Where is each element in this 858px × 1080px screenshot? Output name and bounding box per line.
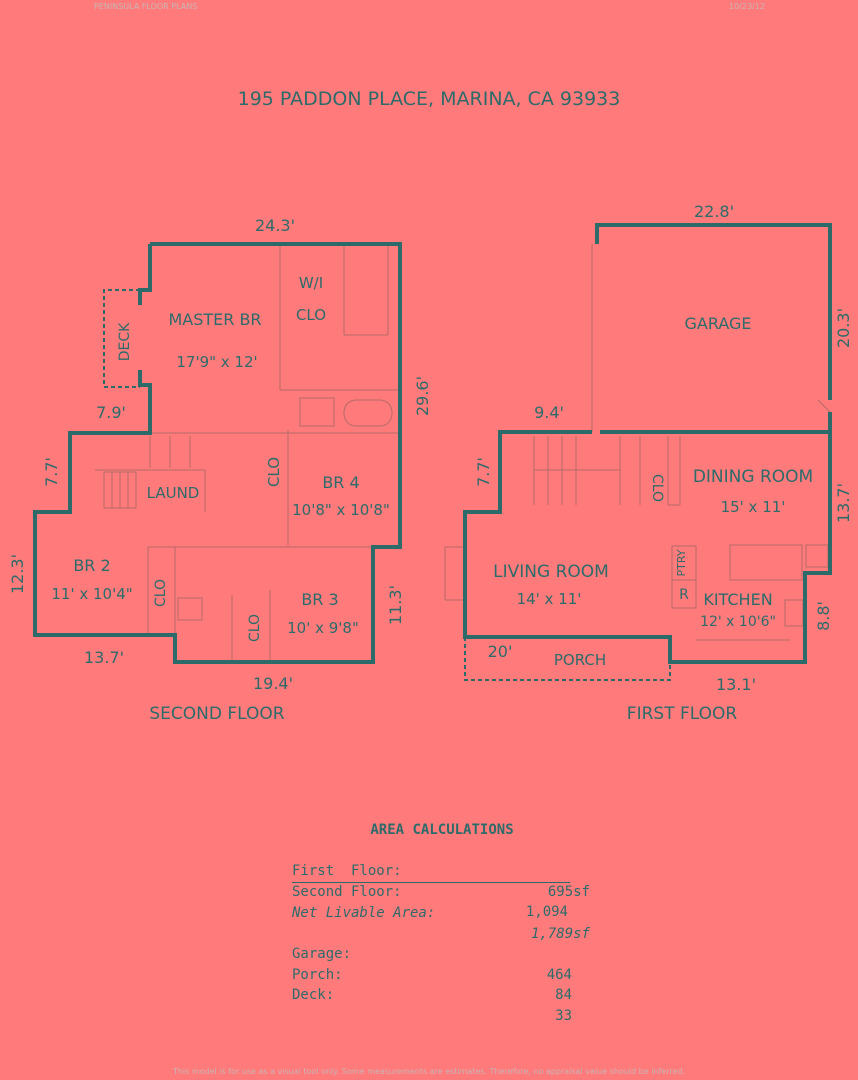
dim-garage-right: 20.3'	[834, 308, 853, 348]
wi-label: W/I	[299, 274, 323, 292]
deck-area-value: 33	[555, 1007, 572, 1024]
porch-area-label: Porch:	[292, 966, 343, 983]
dim-left-top: 9.4'	[534, 403, 564, 422]
kitchen-label: KITCHEN	[703, 590, 772, 609]
master-br-label: MASTER BR	[168, 310, 261, 329]
br2-clo-label: CLO	[153, 579, 169, 607]
br4-label: BR 4	[322, 473, 359, 492]
second-floor-label: SECOND FLOOR	[149, 704, 284, 724]
dim-bottom-left: 13.7'	[84, 648, 124, 667]
area-row-garage: Garage: 464	[292, 924, 602, 983]
kitchen-size: 12' x 10'6"	[700, 614, 776, 630]
br4-size: 10'8" x 10'8"	[292, 501, 390, 519]
company-name: PENINSULA FLOOR PLANS	[94, 2, 198, 11]
dim-bottom: 19.4'	[253, 674, 293, 693]
dim-left-upper: 7.7'	[42, 457, 61, 487]
second-floor-plan	[33, 242, 402, 664]
area-calculations: AREA CALCULATIONS First Floor: 695sf Sec…	[292, 820, 602, 1024]
plan-date: 10/23/12	[729, 2, 765, 11]
dining-room-size: 15' x 11'	[721, 498, 786, 516]
br3-size: 10' x 9'8"	[287, 619, 359, 637]
laund-label: LAUND	[147, 484, 200, 502]
master-br-size: 17'9" x 12'	[176, 353, 257, 371]
area-row-first-floor: First Floor: 695sf	[292, 841, 602, 900]
living-room-size: 14' x 11'	[517, 590, 582, 608]
first-floor-plan	[444, 223, 832, 681]
first-clo-label: CLO	[649, 474, 665, 502]
deck-area-label: Deck:	[292, 987, 335, 1003]
dining-room-label: DINING ROOM	[693, 467, 813, 487]
garage-area-label: Garage:	[292, 946, 352, 962]
dim-deck-width: 7.9'	[96, 403, 126, 422]
first-floor-area-value: 695sf	[547, 883, 590, 900]
net-area-label: Net Livable Area:	[292, 905, 436, 921]
area-spacer	[292, 903, 602, 924]
porch-area-value: 84	[555, 987, 572, 1003]
br3-clo-label: CLO	[247, 614, 263, 642]
first-floor-area-label: First Floor:	[292, 863, 402, 879]
dim-right-mid: 13.7'	[834, 483, 853, 523]
dim-first-bottom: 13.1'	[716, 675, 756, 694]
area-row-deck: Deck: 33	[292, 965, 602, 1024]
porch-label: PORCH	[554, 651, 606, 669]
property-address: 195 PADDON PLACE, MARINA, CA 93933	[237, 88, 621, 110]
dim-porch: 20'	[488, 642, 513, 661]
dim-right-lower: 11.3'	[386, 585, 405, 625]
dim-right: 29.6'	[413, 376, 432, 416]
br4-clo-label: CLO	[265, 457, 283, 487]
dim-left-lower: 12.3'	[8, 554, 27, 594]
second-floor-area-label: Second Floor:	[292, 883, 402, 900]
dim-first-left: 7.7'	[474, 457, 493, 487]
second-floor-area-value: 1,094	[525, 904, 568, 920]
br2-size: 11' x 10'4"	[51, 585, 132, 603]
dim-garage-top: 22.8'	[694, 202, 734, 221]
net-area-value: 1,789sf	[530, 925, 590, 942]
deck-label: DECK	[117, 322, 133, 361]
first-floor-label: FIRST FLOOR	[627, 704, 738, 724]
br2-label: BR 2	[73, 556, 110, 575]
dim-top: 24.3'	[255, 216, 295, 235]
area-row-second-floor: Second Floor: 1,094	[292, 861, 570, 920]
refrigerator-label: R	[679, 587, 689, 603]
pantry-label: PTRY	[675, 549, 688, 576]
area-row-net: Net Livable Area: 1,789sf	[292, 883, 602, 942]
garage-area-value: 464	[546, 966, 572, 983]
disclaimer: This model is for use as a visual tool o…	[172, 1067, 686, 1076]
living-room-label: LIVING ROOM	[493, 562, 609, 582]
dim-right-lower-first: 8.8'	[814, 601, 833, 631]
area-row-porch: Porch: 84	[292, 944, 602, 1004]
br3-label: BR 3	[301, 590, 338, 609]
area-heading: AREA CALCULATIONS	[370, 822, 514, 838]
master-clo-label: CLO	[296, 306, 326, 324]
garage-label: GARAGE	[685, 314, 752, 333]
